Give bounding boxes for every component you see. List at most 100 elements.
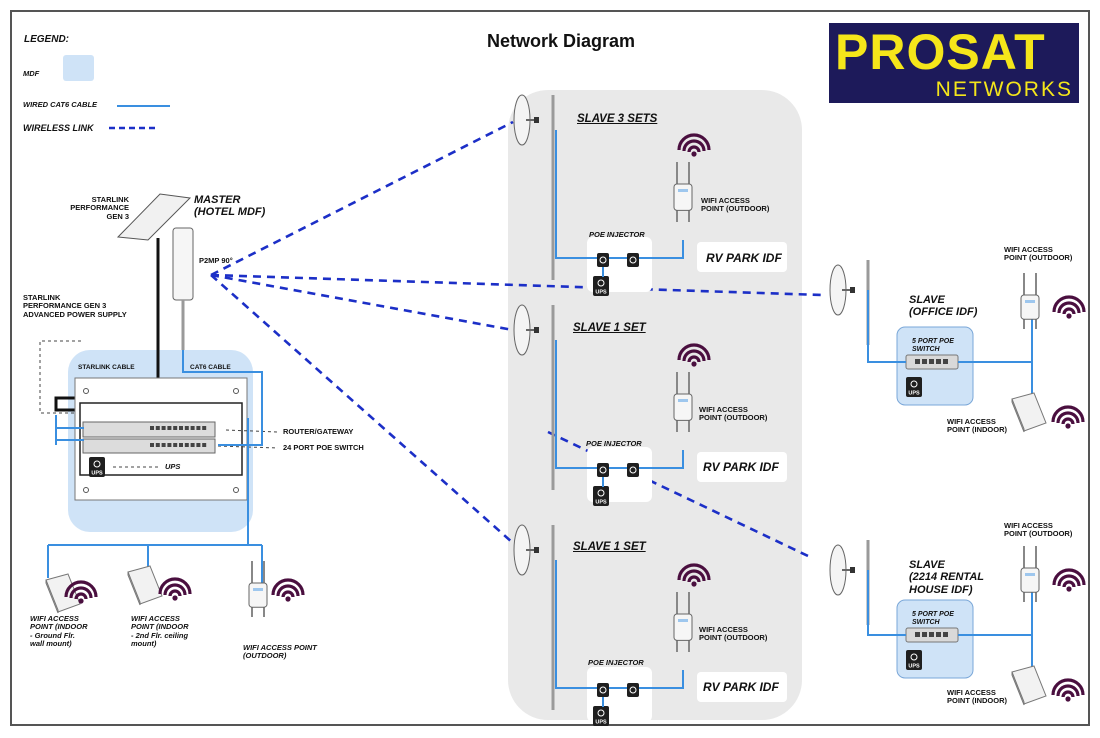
rv1-cable-ap bbox=[639, 240, 684, 259]
wifi-arc bbox=[682, 139, 706, 152]
rv2-idf-box bbox=[697, 452, 787, 482]
wifi-dot bbox=[691, 581, 697, 587]
rv3-injector-b-icon bbox=[627, 683, 639, 697]
injector-glyph bbox=[629, 466, 637, 474]
wifi-arc bbox=[158, 577, 192, 595]
wifi-arc bbox=[687, 575, 701, 583]
rv3-injector-label: POE INJECTOR bbox=[588, 658, 644, 667]
master-ap2-label: WIFI ACCESS POINT (INDOOR - 2nd Flr. cei… bbox=[131, 614, 189, 649]
rental-ap-outdoor-wifi-icon bbox=[1052, 568, 1086, 592]
wifi-arc bbox=[1062, 307, 1076, 315]
wifi-arc bbox=[1057, 301, 1081, 314]
ap-led bbox=[678, 619, 688, 622]
ap-led bbox=[678, 399, 688, 402]
wireless-link-rv1 bbox=[210, 120, 514, 277]
wifi-arc bbox=[1051, 405, 1085, 423]
ups-text: UPS bbox=[595, 720, 607, 726]
injector-glyph bbox=[629, 686, 637, 694]
legend-mdf-label: MDF bbox=[23, 69, 40, 78]
switch-port bbox=[915, 632, 920, 637]
rack-port bbox=[161, 426, 166, 430]
wifi-arc bbox=[64, 580, 98, 598]
rack-port bbox=[167, 426, 172, 430]
rv3-cable-radio bbox=[555, 560, 597, 689]
office-title: SLAVE (OFFICE IDF) bbox=[909, 294, 978, 319]
rv1-idf-box bbox=[697, 242, 787, 272]
ups-power-glyph bbox=[597, 489, 605, 497]
switch-port bbox=[922, 359, 927, 364]
rental-ap-in-label: WIFI ACCESS POINT (INDOOR) bbox=[947, 688, 1007, 706]
rv2-dish-icon bbox=[513, 304, 539, 356]
office-ap-outdoor-wifi-icon bbox=[1052, 295, 1086, 319]
wifi-dot bbox=[1065, 423, 1071, 429]
rv3-dish-icon bbox=[513, 524, 539, 576]
wifi-arc bbox=[1052, 295, 1086, 313]
wifi-dot bbox=[691, 151, 697, 157]
rack-screw bbox=[233, 388, 239, 394]
cat6-cable-label: CAT6 CABLE bbox=[190, 364, 231, 371]
wifi-arc bbox=[1056, 411, 1080, 424]
rack-port bbox=[202, 443, 207, 447]
wifi-arc bbox=[677, 563, 711, 581]
rv3-wifi-icon bbox=[677, 563, 711, 587]
wifi-arc bbox=[1057, 574, 1081, 587]
wifi-dot bbox=[1065, 696, 1071, 702]
rack-port bbox=[150, 426, 154, 430]
wireless-link-office bbox=[210, 273, 823, 297]
wifi-arc bbox=[281, 590, 295, 598]
master-ap3-wifi-icon bbox=[271, 578, 305, 602]
rental-ap-indoor-wifi-icon bbox=[1051, 678, 1085, 702]
wifi-arc bbox=[1056, 684, 1080, 697]
switch-port bbox=[943, 359, 948, 364]
rv1-injector-label: POE INJECTOR bbox=[589, 230, 645, 239]
rack-port bbox=[190, 443, 195, 447]
rack-screw bbox=[233, 487, 239, 493]
injector-body bbox=[597, 683, 609, 697]
rental-title: SLAVE (2214 RENTAL HOUSE IDF) bbox=[909, 559, 984, 596]
starlink-cable bbox=[54, 238, 160, 412]
rental-ap-out-label: WIFI ACCESS POINT (OUTDOOR) bbox=[1004, 521, 1073, 539]
rack-port bbox=[150, 443, 154, 447]
wifi-arc bbox=[1051, 678, 1085, 696]
starlink-cable-label: STARLINK CABLE bbox=[78, 364, 135, 371]
wifi-dot bbox=[1066, 313, 1072, 319]
rack-port bbox=[202, 426, 207, 430]
master-ap3-label: WIFI ACCESS POINT (OUTDOOR) bbox=[243, 643, 317, 661]
rv1-injector-b-icon bbox=[627, 253, 639, 267]
wireless-link-rv3 bbox=[210, 274, 514, 544]
ap-body bbox=[673, 183, 693, 211]
ap-led bbox=[1025, 300, 1035, 303]
switch-port bbox=[915, 359, 920, 364]
switch-port bbox=[929, 359, 934, 364]
rv1-ap-label: WIFI ACCESS POINT (OUTDOOR) bbox=[701, 196, 770, 214]
rv1-cable-radio bbox=[555, 130, 597, 259]
master-title: MASTER (HOTEL MDF) bbox=[194, 194, 266, 219]
injector-glyph bbox=[599, 466, 607, 474]
wifi-arc bbox=[69, 586, 93, 599]
wifi-dot bbox=[172, 595, 178, 601]
wifi-dot bbox=[1066, 586, 1072, 592]
rv2-idf-label: RV PARK IDF bbox=[703, 460, 779, 474]
rv2-wifi-icon bbox=[677, 343, 711, 367]
ap-led bbox=[1025, 573, 1035, 576]
master-ups-label: UPS bbox=[165, 462, 181, 471]
ap-body bbox=[1020, 567, 1040, 593]
rv2-cable-radio bbox=[555, 340, 597, 469]
rv2-ups-icon: UPS bbox=[593, 486, 609, 506]
office-switch-label: 5 PORT POE SWITCH bbox=[912, 338, 954, 353]
ups-power-glyph bbox=[597, 709, 605, 717]
injector-glyph bbox=[599, 686, 607, 694]
router-gateway-unit bbox=[82, 421, 216, 438]
rv1-title: SLAVE 3 SETS bbox=[577, 113, 658, 125]
dish-feed-head bbox=[850, 567, 855, 573]
dish-feed-head bbox=[850, 287, 855, 293]
rv2-ap-label: WIFI ACCESS POINT (OUTDOOR) bbox=[699, 405, 768, 423]
starlink-dish-label: STARLINK PERFORMANCE GEN 3 bbox=[70, 195, 129, 221]
master-ups-icon: UPS bbox=[89, 457, 105, 477]
rv3-ap-label: WIFI ACCESS POINT (OUTDOOR) bbox=[699, 625, 768, 643]
wifi-arc bbox=[276, 584, 300, 597]
switch-port bbox=[943, 632, 948, 637]
office-cable-radio bbox=[867, 290, 906, 363]
office-ups-icon: UPS bbox=[906, 377, 922, 397]
